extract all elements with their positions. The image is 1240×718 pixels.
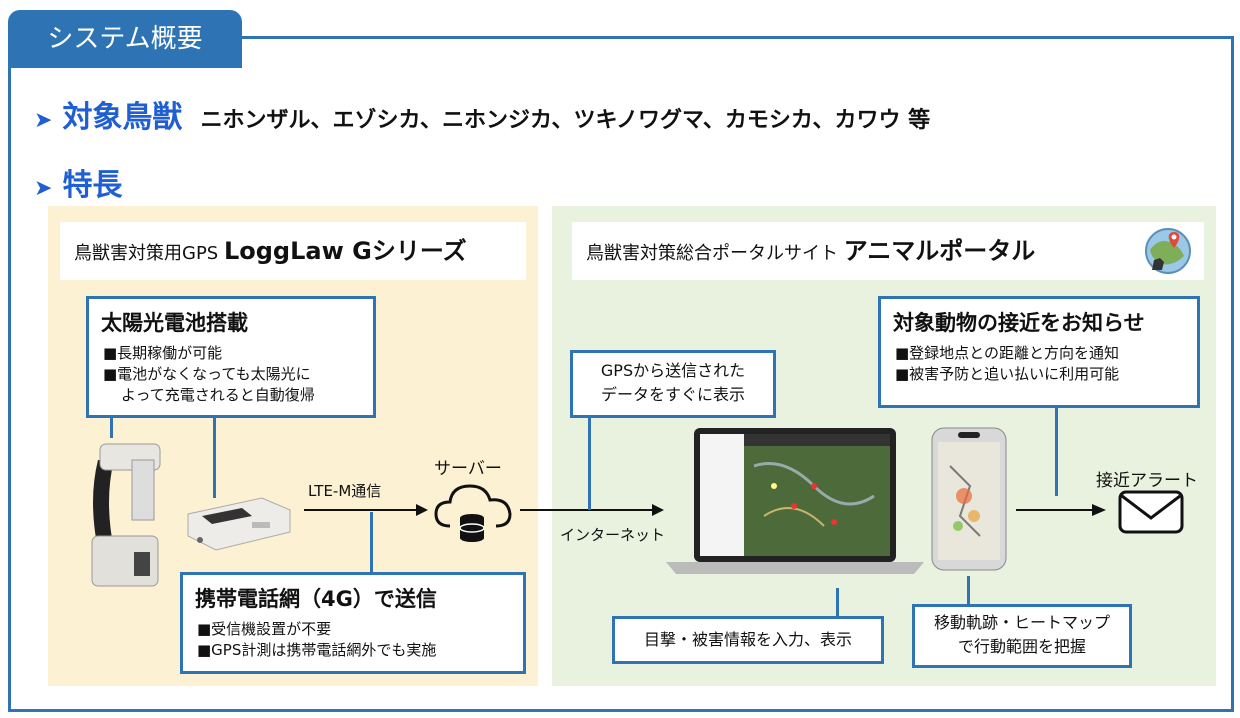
solar-line-2b: よって充電されると自動復帰 <box>121 386 315 404</box>
track-connector <box>967 576 970 606</box>
alert-arrow-icon <box>1016 504 1106 516</box>
solar-line-2a: ■電池がなくなっても太陽光に <box>103 365 311 383</box>
internet-arrow-icon <box>520 504 664 516</box>
device-title-box: 鳥獣害対策用GPS LoggLaw Gシリーズ <box>60 222 526 280</box>
features-row: ➤ 特長 <box>34 160 122 204</box>
solar-connector <box>110 418 113 438</box>
gps-data-line-2: データをすぐに表示 <box>600 385 745 404</box>
lte-label: LTE-M通信 <box>308 482 382 500</box>
alert-label: 接近アラート <box>1096 471 1198 491</box>
track-heatmap-callout: 移動軌跡・ヒートマップ で行動範囲を把握 <box>912 604 1132 668</box>
arrow-bullet-icon: ➤ <box>34 176 53 201</box>
approach-line-1: ■登録地点との距離と方向を通知 <box>895 344 1120 362</box>
gps-data-callout: GPSから送信された データをすぐに表示 <box>570 350 776 418</box>
portal-title-product: アニマルポータル <box>843 237 1036 265</box>
track-line-1: 移動軌跡・ヒートマップ <box>933 613 1110 632</box>
witness-text: 目撃・被害情報を入力、表示 <box>643 630 852 649</box>
portal-title-box: 鳥獣害対策総合ポータルサイト アニマルポータル <box>572 222 1204 280</box>
arrow-bullet-icon: ➤ <box>34 108 53 133</box>
laptop-map-icon <box>666 428 924 574</box>
cloud-server-icon <box>434 484 512 542</box>
gps-transmitter-icon <box>187 497 291 551</box>
witness-connector <box>836 588 839 618</box>
targets-species: ニホンザル、エゾシカ、ニホンジカ、ツキノワグマ、カモシカ、カワウ 等 <box>200 108 931 133</box>
device-title-product: LoggLaw Gシリーズ <box>223 237 467 265</box>
approach-connector <box>1055 408 1058 496</box>
portal-title-prefix: 鳥獣害対策総合ポータルサイト <box>586 243 838 264</box>
mobile-network-callout: 携帯電話網（4G）で送信 ■受信機設置が不要 ■GPS計測は携帯電話網外でも実施 <box>180 572 526 674</box>
solar-line-1: ■長期稼働が可能 <box>103 344 223 362</box>
mail-envelope-icon <box>1118 490 1184 534</box>
targets-heading: 対象鳥獣 <box>62 100 183 135</box>
witness-info-callout: 目撃・被害情報を入力、表示 <box>612 616 884 664</box>
animal-portal-logo-icon <box>1145 228 1191 274</box>
gps-data-connector <box>588 418 591 510</box>
track-line-2: で行動範囲を把握 <box>957 637 1086 656</box>
internet-label: インターネット <box>560 526 666 544</box>
gps-data-line-1: GPSから送信された <box>600 361 746 380</box>
lte-arrow-icon <box>304 504 428 516</box>
solar-title: 太陽光電池搭載 <box>101 311 248 335</box>
approach-line-2: ■被害予防と追い払いに利用可能 <box>895 365 1120 383</box>
mobile-line-1: ■受信機設置が不要 <box>197 620 332 638</box>
targets-row: ➤ 対象鳥獣ニホンザル、エゾシカ、ニホンジカ、ツキノワグマ、カモシカ、カワウ 等 <box>34 92 930 136</box>
smartphone-map-icon <box>931 427 1007 571</box>
mobile-connector <box>370 512 373 572</box>
approach-notice-callout: 対象動物の接近をお知らせ ■登録地点との距離と方向を通知 ■被害予防と追い払いに… <box>878 296 1200 408</box>
approach-title: 対象動物の接近をお知らせ <box>893 311 1145 335</box>
features-heading: 特長 <box>62 168 123 203</box>
solar-callout: 太陽光電池搭載 ■長期稼働が可能 ■電池がなくなっても太陽光に よって充電される… <box>86 296 376 418</box>
gps-collar-icon <box>91 443 161 587</box>
mobile-line-2: ■GPS計測は携帯電話網外でも実施 <box>197 641 437 659</box>
mobile-title: 携帯電話網（4G）で送信 <box>195 587 437 611</box>
server-label: サーバー <box>434 459 502 479</box>
solar-connector-2 <box>213 418 216 498</box>
outer-frame <box>8 36 1234 712</box>
system-overview-tab: システム概要 <box>8 10 242 68</box>
device-title-prefix: 鳥獣害対策用GPS <box>74 243 219 264</box>
